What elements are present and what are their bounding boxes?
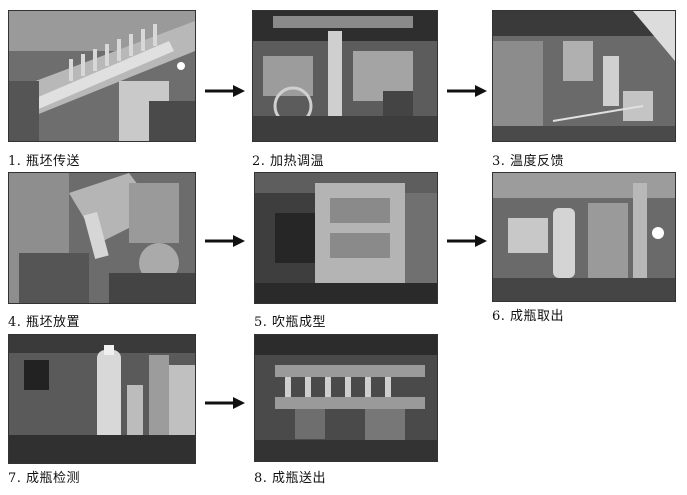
step-5: 5. 吹瓶成型	[254, 172, 442, 332]
step-4-photo	[8, 172, 196, 304]
step-4-label: 4. 瓶坯放置	[8, 315, 81, 330]
step-2-photo	[252, 10, 438, 142]
arrow-4-to-5	[205, 234, 245, 248]
step-6-label: 6. 成瓶取出	[492, 309, 565, 324]
step-4: 4. 瓶坯放置	[8, 172, 196, 332]
step-3: 3. 温度反馈	[492, 10, 680, 170]
arrow-2-to-3	[447, 84, 487, 98]
arrow-5-to-6	[447, 234, 487, 248]
step-5-label: 5. 吹瓶成型	[254, 315, 327, 330]
step-1-photo	[8, 10, 196, 142]
step-8: 8. 成瓶送出	[254, 334, 442, 494]
step-2: 2. 加热调温	[252, 10, 440, 170]
step-5-photo	[254, 172, 438, 304]
arrow-7-to-8	[205, 396, 245, 410]
arrow-1-to-2	[205, 84, 245, 98]
step-2-label: 2. 加热调温	[252, 154, 325, 169]
step-7: 7. 成瓶检测	[8, 334, 196, 494]
step-8-photo	[254, 334, 438, 462]
step-3-photo	[492, 10, 676, 142]
step-3-label: 3. 温度反馈	[492, 154, 565, 169]
step-1: 1. 瓶坯传送	[8, 10, 196, 170]
step-7-label: 7. 成瓶检测	[8, 471, 81, 486]
step-7-photo	[8, 334, 196, 464]
step-1-label: 1. 瓶坯传送	[8, 154, 81, 169]
step-6-photo	[492, 172, 676, 302]
step-8-label: 8. 成瓶送出	[254, 471, 327, 486]
step-6: 6. 成瓶取出	[492, 172, 680, 332]
